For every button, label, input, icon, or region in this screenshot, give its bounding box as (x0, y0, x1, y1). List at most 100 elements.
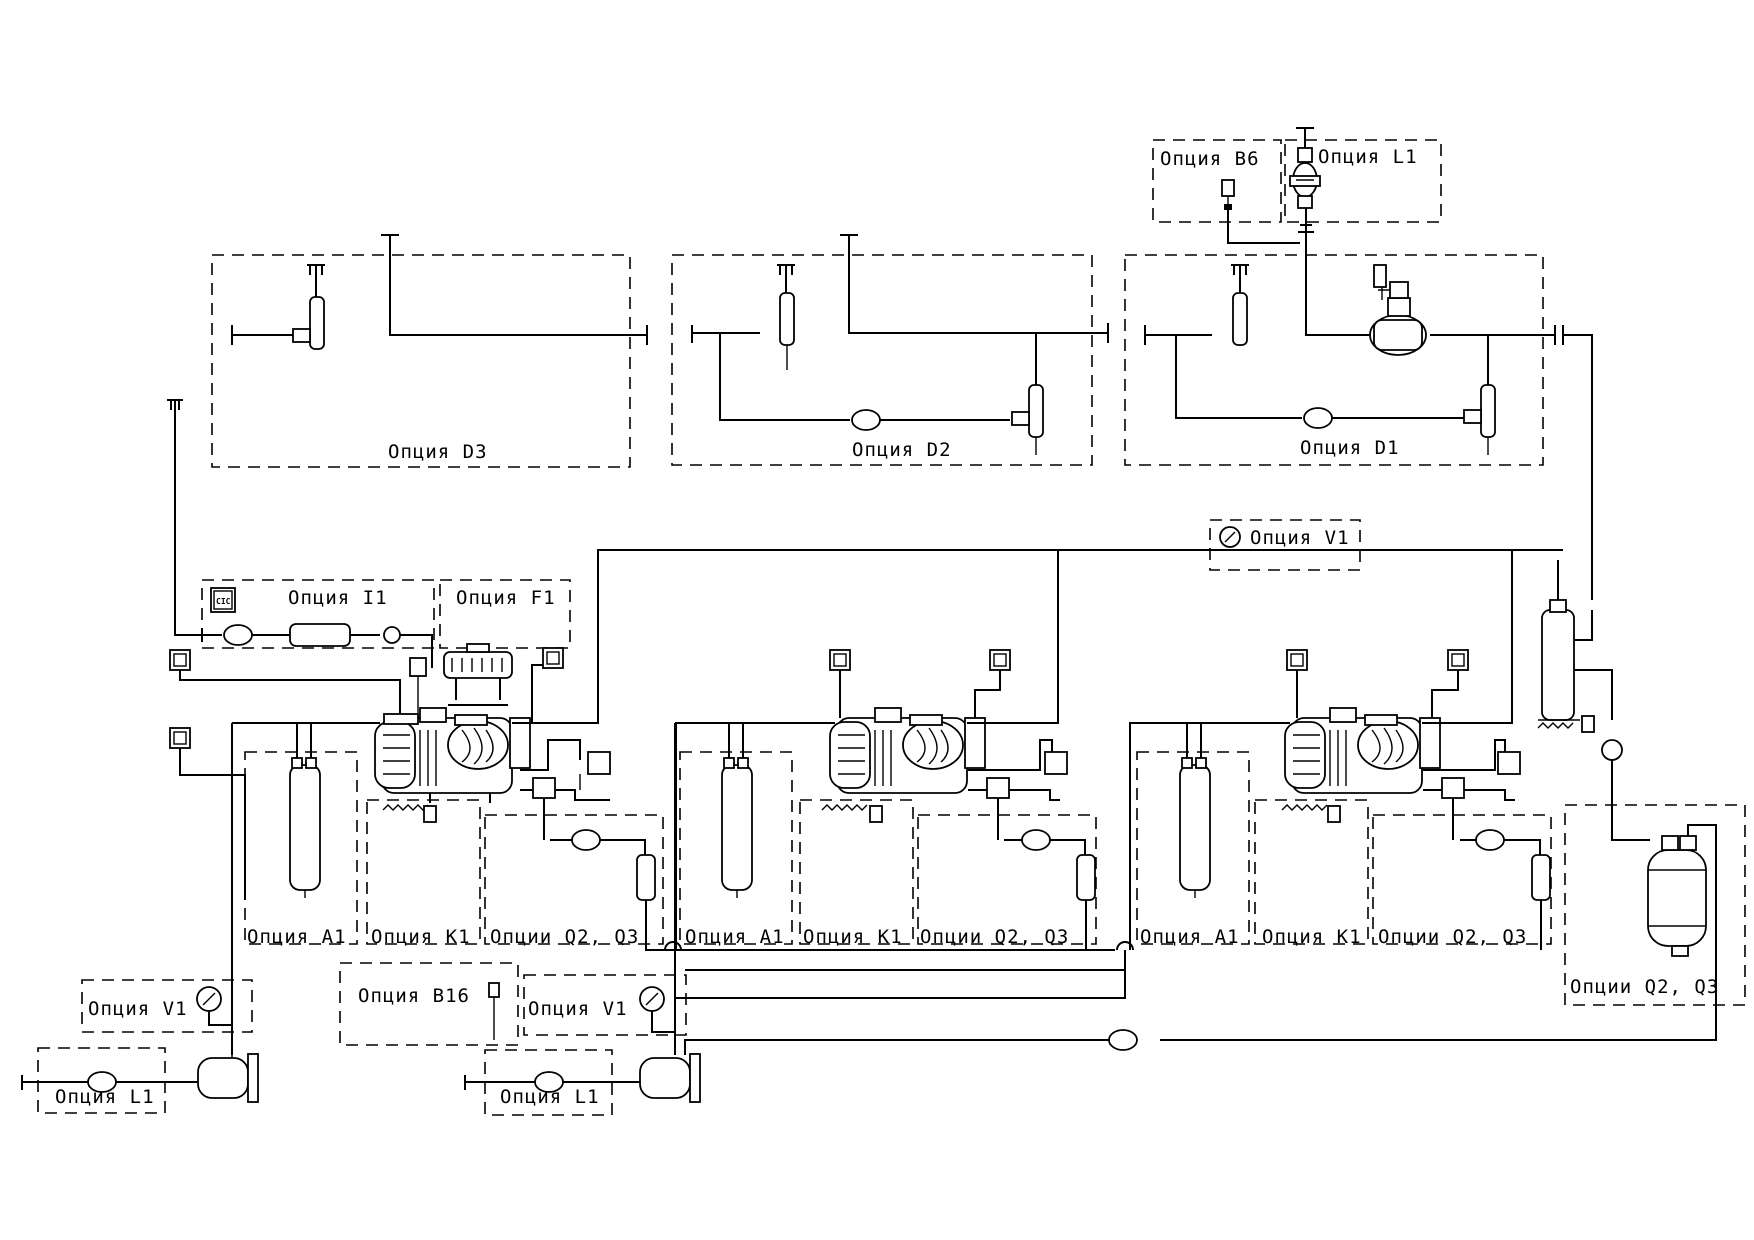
suction-accumulator-left (197, 1057, 249, 1099)
sensor-b16-icon (488, 982, 500, 998)
expansion-valve-d2a (779, 292, 795, 346)
solenoid-valve-2 (1044, 751, 1068, 775)
option-q23-label-3: Опции Q2, Q3 (1378, 926, 1527, 948)
option-q23-receiver-box (1564, 804, 1746, 1006)
compressor-unit-2: Опция A1 Опция K1 Опции Q2, Q3 (675, 550, 1097, 950)
filter-drier-i1 (289, 623, 351, 647)
option-a1-box-3 (1136, 751, 1250, 945)
option-b6-label: Опция B6 (1160, 148, 1260, 170)
option-b16-box (339, 962, 519, 1046)
compressor-1 (374, 707, 531, 803)
option-a1-box-2 (679, 751, 793, 945)
heater-main-separator (1537, 722, 1574, 729)
left-pressure-switches (169, 649, 401, 900)
option-d3-group: Опция D3 (211, 234, 648, 468)
option-b6-l1-group: Опция B6 Опция L1 (1152, 127, 1442, 244)
pressure-switch-1 (169, 649, 191, 671)
option-q23-box-3 (1372, 814, 1552, 945)
compressor-2 (829, 707, 986, 794)
liquid-receiver (1647, 849, 1707, 947)
bottom-left-group: Опция V1 Опция L1 (21, 722, 297, 1114)
oil-separator-1 (289, 764, 321, 891)
pressure-switch-4 (829, 649, 851, 671)
option-v1-mid-label: Опция V1 (528, 998, 628, 1020)
sensor-b6-icon (1221, 179, 1235, 197)
main-oil-separator (1541, 609, 1575, 721)
cic-badge-text: CIC (216, 597, 231, 606)
pressure-switch-5 (989, 649, 1011, 671)
compressor-unit-3: Опция A1 Опция K1 Опции Q2, Q3 (1129, 550, 1552, 950)
option-l1-left-box (37, 1047, 166, 1114)
solenoid-valve-1 (587, 751, 611, 775)
option-k1-box-3 (1254, 799, 1369, 945)
sight-glass-main (1601, 739, 1623, 761)
check-valve-d2 (851, 409, 881, 431)
ball-valve-q3 (1475, 829, 1505, 851)
option-q23-box-2 (917, 814, 1097, 945)
expansion-valve-d2b (1028, 384, 1044, 438)
option-d1-label: Опция D1 (1300, 437, 1400, 459)
ball-valve-l1-mid (534, 1071, 564, 1093)
solenoid-valve-i1 (409, 657, 427, 677)
option-f1-label: Опция F1 (456, 587, 556, 609)
option-d2-group: Опция D2 (671, 234, 1109, 466)
option-a1-label-1: Опция A1 (247, 926, 347, 948)
option-a1-label-3: Опция A1 (1140, 926, 1240, 948)
ball-valve-i1 (223, 624, 253, 646)
pressure-switch-3 (542, 647, 564, 669)
compressor-unit-1: Опция A1 Опция K1 Опции Q2, Q3 (244, 549, 1563, 951)
compressor-3 (1284, 707, 1441, 794)
option-a1-box-1 (244, 751, 358, 945)
option-b16-label: Опция B16 (358, 985, 470, 1007)
ball-valve-q1 (571, 829, 601, 851)
option-v1-top-label: Опция V1 (1250, 527, 1350, 549)
ball-valve-liquid-line (1108, 1029, 1138, 1051)
crankcase-heater-2 (821, 804, 868, 811)
option-d2-label: Опция D2 (852, 439, 952, 461)
crankcase-heater-3 (1281, 804, 1328, 811)
suction-accumulator-mid (639, 1057, 691, 1099)
option-q23-label-2: Опции Q2, Q3 (920, 926, 1069, 948)
pressure-switch-2 (169, 727, 191, 749)
cic-controller-icon (210, 587, 236, 613)
ball-valve-q2 (1021, 829, 1051, 851)
option-b6-box (1152, 139, 1282, 223)
oil-separator-3 (1179, 764, 1211, 891)
ball-valve-l1-left (87, 1071, 117, 1093)
option-a1-label-2: Опция A1 (685, 926, 785, 948)
solenoid-valve-3 (1497, 751, 1521, 775)
option-v1-left-box (81, 979, 253, 1033)
option-l1-left-label: Опция L1 (55, 1086, 155, 1108)
sight-glass-i1 (383, 626, 401, 644)
pressure-switch-7 (1447, 649, 1469, 671)
option-k1-box-1 (366, 799, 481, 945)
check-valve-d1 (1303, 407, 1333, 429)
expansion-valve-d1b (1480, 384, 1496, 438)
option-v1-left-label: Опция V1 (88, 998, 188, 1020)
left-header-group: Опция I1 Опция F1 CIC (167, 399, 571, 719)
option-k1-label-2: Опция K1 (803, 926, 903, 948)
option-k1-label-3: Опция K1 (1262, 926, 1362, 948)
option-l1-mid-label: Опция L1 (500, 1086, 600, 1108)
option-k1-label-1: Опция K1 (371, 926, 471, 948)
option-d3-box (211, 254, 631, 468)
filter-q2 (1076, 854, 1096, 901)
fan-motor-f1 (443, 643, 513, 706)
option-d2-box (671, 254, 1093, 466)
crankcase-heater-1 (382, 804, 429, 811)
option-q23-box-1 (484, 814, 664, 945)
option-q23-receiver-label: Опции Q2, Q3 (1570, 976, 1719, 998)
filter-q3 (1531, 854, 1551, 901)
right-side-group: Опции Q2, Q3 (684, 560, 1746, 1055)
bottom-middle-group: Опция B16 Опция V1 Опция L1 (339, 723, 1126, 1116)
option-d1-box (1124, 254, 1544, 466)
option-d1-group: Опция D1 (1124, 232, 1593, 600)
option-i1-box (201, 579, 435, 649)
option-l1-top-label: Опция L1 (1318, 146, 1418, 168)
pressure-switch-6 (1286, 649, 1308, 671)
oil-separator-2 (721, 764, 753, 891)
option-v1-mid-box (523, 974, 687, 1036)
option-i1-label: Опция I1 (288, 587, 388, 609)
option-k1-box-2 (799, 799, 914, 945)
